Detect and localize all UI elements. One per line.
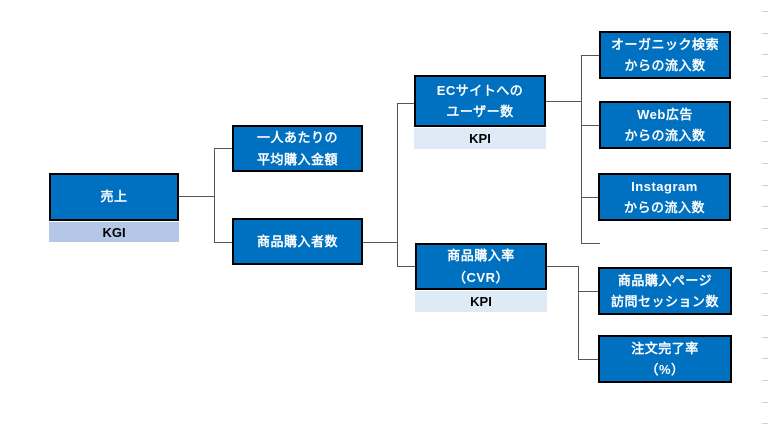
gridline-tick	[762, 358, 768, 360]
connector-sales-v	[214, 148, 215, 243]
node-purchase-page-sessions: 商品購入ページ 訪問セッション数	[598, 267, 732, 315]
gridline-tick	[762, 162, 768, 164]
connector-ec-users-v	[581, 55, 582, 244]
gridline-tick	[762, 32, 768, 34]
connector-stub-purchase-page	[578, 291, 598, 292]
connector-stub-web-ads	[581, 125, 599, 126]
connector-purchasers-h	[363, 242, 397, 243]
connector-stub-organic-search	[581, 55, 599, 56]
connector-stub-instagram	[581, 197, 598, 198]
gridline-tick	[762, 119, 768, 121]
connector-stub-order-completion	[578, 359, 598, 360]
badge-kgi: KGI	[49, 222, 179, 242]
connector-purchase-rate-v	[578, 266, 579, 360]
gridline-tick	[762, 249, 768, 251]
node-purchase-rate: 商品購入率 （CVR）	[415, 243, 547, 290]
connector-stub-open-end	[581, 243, 600, 244]
node-sales: 売上	[49, 173, 179, 221]
node-ec-users: ECサイトへの ユーザー数	[414, 75, 546, 127]
gridline-tick	[762, 401, 768, 403]
connector-purchasers-v	[397, 103, 398, 267]
gridline-tick	[762, 293, 768, 295]
gridline-tick	[762, 271, 768, 273]
gridline-tick	[762, 97, 768, 99]
gridline-tick	[762, 336, 768, 338]
gridline-tick	[762, 423, 768, 425]
gridline-tick	[762, 228, 768, 229]
gridline-tick	[762, 11, 768, 12]
gridline-tick	[762, 314, 768, 316]
gridline-tick	[762, 141, 768, 143]
connector-purchase-rate-h	[547, 266, 578, 267]
node-order-completion-rate: 注文完了率 （%）	[598, 335, 732, 383]
node-instagram: Instagram からの流入数	[598, 173, 731, 221]
connector-stub-avg-purchase	[214, 148, 232, 149]
gridline-tick	[762, 54, 768, 56]
badge-kpi-purchase-rate: KPI	[415, 291, 547, 312]
connector-ec-users-h	[546, 101, 581, 102]
connector-stub-ec-users	[397, 103, 414, 104]
connector-stub-purchasers	[214, 242, 232, 243]
node-organic-search: オーガニック検索 からの流入数	[599, 31, 731, 79]
connector-sales-h	[179, 196, 214, 197]
gridline-tick	[762, 184, 768, 186]
gridline-tick	[762, 379, 768, 381]
node-web-ads: Web広告 からの流入数	[599, 101, 731, 149]
badge-kpi-ec-users: KPI	[414, 128, 546, 149]
node-avg-purchase: 一人あたりの 平均購入金額	[232, 125, 363, 172]
connector-stub-purchase-rate	[397, 266, 415, 267]
gridline-tick	[762, 76, 768, 78]
node-purchasers: 商品購入者数	[232, 218, 363, 265]
gridline-tick	[762, 206, 768, 208]
